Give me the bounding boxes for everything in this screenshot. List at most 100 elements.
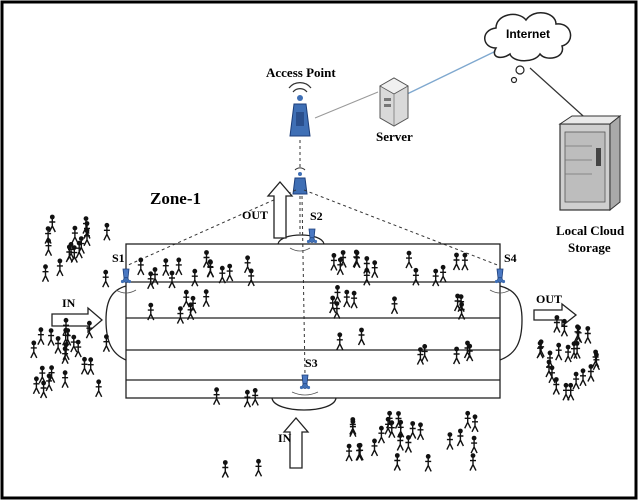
person-icon [202,249,211,269]
server-label: Server [376,129,413,144]
person-icon [102,333,111,353]
person-icon [357,326,366,346]
person-icon [41,263,50,283]
flow-label-right-out: OUT [536,292,563,306]
person-icon [94,378,103,398]
person-icon [456,427,465,447]
person-icon [452,345,461,365]
person-icon [350,290,358,309]
person-icon [30,339,38,359]
person-icon [336,256,344,276]
person-icon [432,268,440,287]
person-icon [103,222,111,242]
server-internet-link [404,49,499,96]
person-icon [409,420,417,440]
person-icon [421,343,429,363]
storage-label-line1: Local Cloud [556,223,625,238]
person-icon [560,318,569,337]
person-icon [446,431,454,451]
sensor-waves [115,247,511,396]
person-icon [74,339,82,358]
person-icon [405,250,413,269]
person-icon [54,335,62,355]
person-icon [38,365,46,384]
person-icon [416,421,425,441]
person-icon [71,225,79,244]
corridor [105,234,523,411]
person-icon [564,344,572,363]
person-icon [175,256,183,276]
person-icon [404,434,413,454]
person-icon [371,259,379,279]
person-icon [333,284,342,304]
person-icon [570,340,578,360]
person-icon [37,326,45,346]
person-icon [39,379,48,399]
router-icon [292,167,308,195]
person-icon [56,257,64,277]
person-icon [572,371,580,390]
person-icon [212,386,221,406]
person-icon [452,251,461,271]
person-icon [584,325,592,345]
person-icon [546,349,554,369]
person-icon [562,382,570,401]
person-icon [70,334,78,353]
person-icon [412,267,420,286]
person-icon [176,305,185,325]
access-point-label: Access Point [266,65,336,80]
person-icon [137,256,145,276]
sensor-s3-label: S3 [305,356,318,370]
flow-label-left-in: IN [62,296,76,310]
zone-label: Zone-1 [150,189,201,208]
person-icon [343,289,351,308]
person-icon [44,237,53,257]
storage-label-line2: Storage [568,240,611,255]
person-icon [393,452,401,472]
sensor-s1-label: S1 [112,251,125,265]
person-icon [370,437,379,457]
person-icon [62,341,70,361]
person-icon [424,453,432,473]
arrow-icon [51,181,578,469]
person-icon [243,254,252,274]
sensor-s2-label: S2 [310,209,323,223]
access-point-icon [288,82,312,137]
person-icon [47,327,55,347]
person-icon [536,340,544,359]
person-icon [48,213,56,233]
person-icon [390,295,399,315]
storage-rack-icon [558,114,622,212]
person-icon [218,265,227,284]
internet-storage-link [529,67,593,125]
person-icon [471,413,479,433]
person-icon [470,435,478,454]
server-icon [379,77,409,127]
person-icon [75,240,83,259]
person-icon [555,342,563,361]
cloud-icon [484,12,572,84]
person-icon [377,425,386,444]
person-icon [101,269,110,288]
flow-label-top-out: OUT [242,208,269,222]
flow-label-bottom-in: IN [278,431,292,445]
sensor-s4-label: S4 [504,251,517,265]
person-icon [162,257,170,277]
person-icon [61,369,69,389]
person-icon [416,346,425,366]
person-icon [439,264,447,283]
person-icon [251,387,259,407]
internet-label: Internet [506,27,551,41]
person-icon [254,458,263,477]
ap-server-link [314,91,379,119]
person-icon [330,252,338,272]
person-icon [567,382,575,401]
person-icon [469,452,477,472]
person-icon [394,410,403,430]
person-icon [574,324,583,344]
person-icon [349,418,357,438]
person-icon [579,367,587,387]
wireless-links [125,140,501,376]
